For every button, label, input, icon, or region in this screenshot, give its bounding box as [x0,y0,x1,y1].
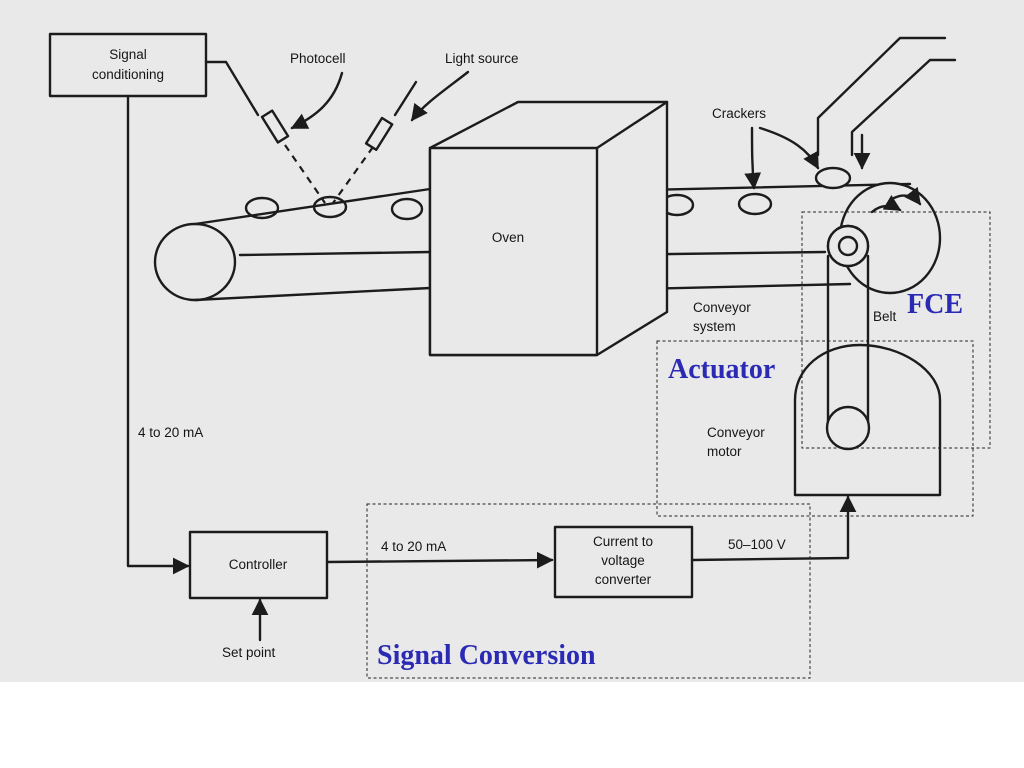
feedback-wire: 4 to 20 mA [126,94,203,575]
signal-conditioning-label-line2: conditioning [92,67,164,82]
oven-label: Oven [492,230,524,245]
signal-conversion-annotation: Signal Conversion [377,640,596,671]
feedback-current-label: 4 to 20 mA [138,425,203,440]
controller-block: Controller Set point [188,530,329,660]
cracker-hopper: Crackers [712,36,957,190]
signal-conditioning-label-line1: Signal [109,47,147,62]
controller-output-current-label: 4 to 20 mA [381,539,446,554]
signal-conditioning-block: Signal conditioning [48,32,208,98]
crackers-label: Crackers [712,106,766,121]
conveyor-motor-label-line1: Conveyor [707,425,765,440]
actuator-region [656,340,974,517]
controller-output-wire: 4 to 20 mA [325,539,554,569]
oven: Oven [428,100,669,357]
conveyor-system-label-line1: Conveyor [693,300,751,315]
light-source: Light source [332,51,519,204]
converter-label-line2: voltage [601,553,645,568]
fce-annotation: FCE [907,289,963,320]
current-to-voltage-converter: Current to voltage converter [553,525,694,599]
fce-region [801,211,991,449]
converter-label-line3: converter [595,572,652,587]
signal-conversion-region [366,503,811,679]
converter-output-wire: 50–100 V [690,495,857,562]
photocell-label: Photocell [290,51,346,66]
conveyor-system-label-line2: system [693,319,736,334]
actuator-annotation: Actuator [668,354,775,385]
voltage-label: 50–100 V [728,537,786,552]
set-point-label: Set point [222,645,276,660]
belt-label: Belt [873,309,897,324]
photocell-sensor: Photocell [204,51,346,204]
light-source-label: Light source [445,51,519,66]
converter-label-line1: Current to [593,534,653,549]
conveyor-motor-label-line2: motor [707,444,742,459]
conveyor-motor: Belt Conveyor motor [707,224,942,497]
controller-label: Controller [229,557,288,572]
